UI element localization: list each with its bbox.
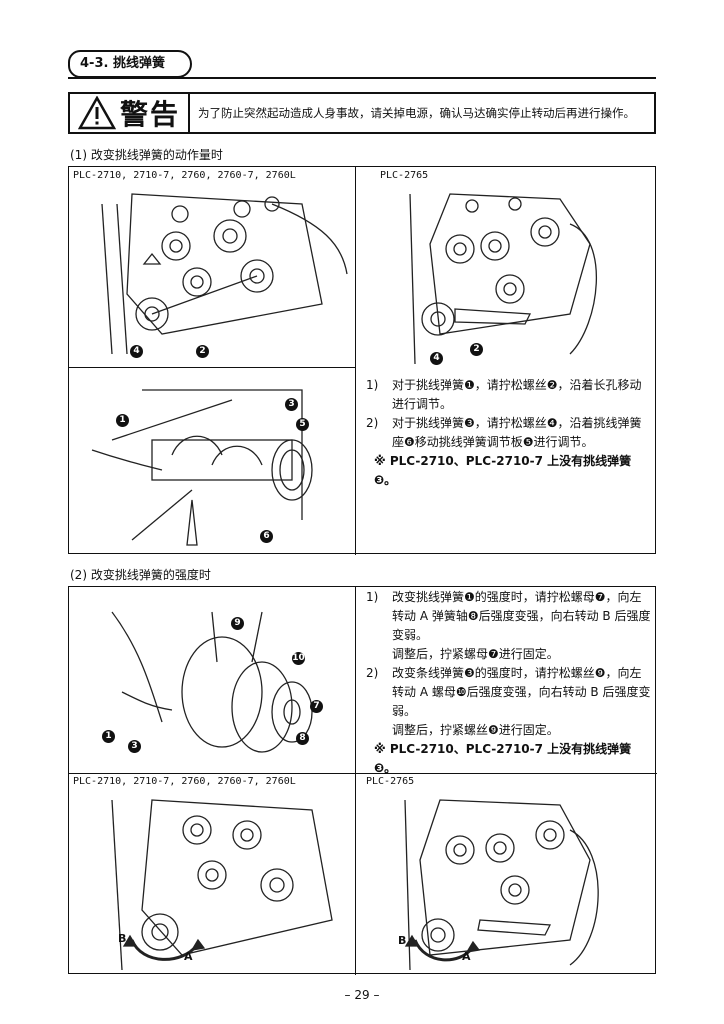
rotation-label-b-2: B bbox=[398, 934, 407, 947]
callout-4-b: 4 bbox=[430, 352, 443, 365]
note-text: 改变挑线弹簧❶的强度时，请拧松螺母❼，向左转动 A 弹簧轴❽后强度变强，向右转动… bbox=[392, 590, 651, 642]
callout-3: 3 bbox=[285, 398, 298, 411]
part1-note-2: 2) 对于挑线弹簧❸，请拧松螺丝❹，沿着挑线弹簧座❻移动挑线弹簧调节板❺进行调节… bbox=[366, 414, 652, 452]
page-number: – 29 – bbox=[344, 988, 380, 1002]
warning-box: 警告 为了防止突然起动造成人身事故，请关掉电源，确认马达确实停止转动后再进行操作… bbox=[68, 92, 656, 134]
part2-note-2-fix: 调整后，拧紧螺丝❾进行固定。 bbox=[366, 721, 652, 740]
rotation-label-b: B bbox=[118, 932, 127, 945]
part2-right-panel-label: PLC-2765 bbox=[366, 776, 415, 787]
warning-triangle-icon bbox=[77, 96, 116, 130]
warning-text: 为了防止突然起动造成人身事故，请关掉电源，确认马达确实停止转动后再进行操作。 bbox=[198, 106, 635, 120]
part1-star-note: ※ PLC-2710、PLC-2710-7 上没有挑线弹簧❸。 bbox=[374, 454, 632, 487]
part2-note-2: 2) 改变条线弹簧❸的强度时，请拧松螺丝❾，向左转动 A 螺母❿后强度变强，向右… bbox=[366, 664, 652, 721]
spring-closeup-illustration bbox=[91, 389, 313, 546]
note-text: 改变条线弹簧❸的强度时，请拧松螺丝❾，向左转动 A 螺母❿后强度变强，向右转动 … bbox=[392, 666, 651, 718]
tension-closeup-illustration bbox=[111, 611, 313, 753]
callout-7: 7 bbox=[310, 700, 323, 713]
section-rule bbox=[68, 77, 656, 79]
rotation-label-a-2: A bbox=[462, 950, 471, 963]
rotation-label-a: A bbox=[184, 950, 193, 963]
note-number: 2) bbox=[366, 666, 379, 680]
part2-star-note: ※ PLC-2710、PLC-2710-7 上没有挑线弹簧❸。 bbox=[374, 742, 632, 775]
note-number: 1) bbox=[366, 590, 379, 604]
note-number: 2) bbox=[366, 416, 379, 430]
part1-notes: 1) 对于挑线弹簧❶，请拧松螺丝❷，沿着长孔移动进行调节。 2) 对于挑线弹簧❸… bbox=[366, 376, 652, 490]
note-text: 对于挑线弹簧❸，请拧松螺丝❹，沿着挑线弹簧座❻移动挑线弹簧调节板❺进行调节。 bbox=[392, 416, 642, 449]
note-text: 调整后，拧紧螺丝❾进行固定。 bbox=[392, 723, 559, 737]
callout-4: 4 bbox=[130, 345, 143, 358]
machine-illustration-bottom-left bbox=[111, 799, 333, 970]
machine-illustration-bottom-right bbox=[404, 799, 599, 970]
part1-left-panel-label: PLC-2710, 2710-7, 2760, 2760-7, 2760L bbox=[73, 170, 296, 181]
part2-figure-grid bbox=[68, 586, 657, 975]
callout-5: 5 bbox=[296, 418, 309, 431]
note-text: 对于挑线弹簧❶，请拧松螺丝❷，沿着长孔移动进行调节。 bbox=[392, 378, 642, 411]
part1-note-1: 1) 对于挑线弹簧❶，请拧松螺丝❷，沿着长孔移动进行调节。 bbox=[366, 376, 652, 414]
callout-6: 6 bbox=[260, 530, 273, 543]
callout-2-b: 2 bbox=[470, 343, 483, 356]
callout-1-b: 1 bbox=[102, 730, 115, 743]
machine-illustration-right bbox=[409, 193, 597, 364]
part1-right-panel-label: PLC-2765 bbox=[380, 170, 429, 181]
callout-1: 1 bbox=[116, 414, 129, 427]
note-text: 调整后，拧紧螺母❼进行固定。 bbox=[392, 647, 559, 661]
part2-left-panel-label: PLC-2710, 2710-7, 2760, 2760-7, 2760L bbox=[73, 776, 296, 787]
note-number bbox=[366, 645, 392, 664]
part2-note-1: 1) 改变挑线弹簧❶的强度时，请拧松螺母❼，向左转动 A 弹簧轴❽后强度变强，向… bbox=[366, 588, 652, 645]
callout-8: 8 bbox=[296, 732, 309, 745]
note-number: 1) bbox=[366, 378, 379, 392]
callout-9: 9 bbox=[231, 617, 244, 630]
callout-10: 10 bbox=[292, 652, 305, 665]
part1-figure-grid bbox=[68, 166, 656, 555]
note-number bbox=[366, 721, 392, 740]
warning-label: 警告 bbox=[119, 98, 180, 131]
part2-notes: 1) 改变挑线弹簧❶的强度时，请拧松螺母❼，向左转动 A 弹簧轴❽后强度变强，向… bbox=[366, 588, 652, 778]
part1-heading: (1) 改变挑线弹簧的动作量时 bbox=[70, 148, 223, 162]
section-title: 4-3. 挑线弹簧 bbox=[68, 50, 192, 78]
machine-illustration-left bbox=[101, 193, 348, 355]
callout-2: 2 bbox=[196, 345, 209, 358]
warning-label-cell: 警告 bbox=[70, 94, 190, 132]
part2-heading: (2) 改变挑线弹簧的强度时 bbox=[70, 568, 211, 582]
callout-3-b: 3 bbox=[128, 740, 141, 753]
part2-note-1-fix: 调整后，拧紧螺母❼进行固定。 bbox=[366, 645, 652, 664]
